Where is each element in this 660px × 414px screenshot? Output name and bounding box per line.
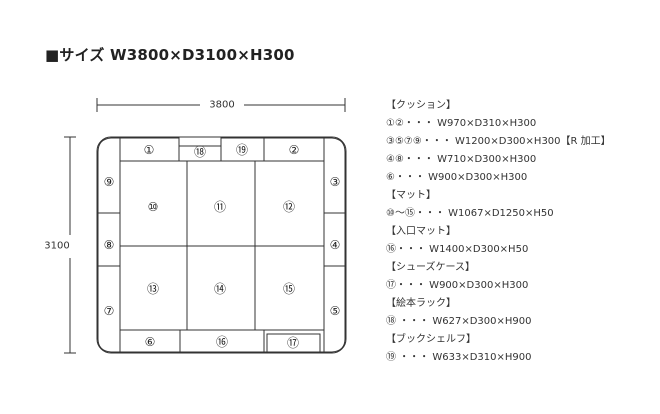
spec-heading-cushion: 【クッション】 — [386, 100, 456, 111]
spec-item: ⑯・・・ W1400×D300×H50 — [386, 244, 529, 255]
piece-5 — [323, 265, 346, 353]
label-piece-16: ⑯ — [216, 335, 228, 349]
spec-item: ③⑤⑦⑨・・・ W1200×D300×H300【R 加工】 — [386, 136, 611, 147]
piece-3 — [323, 137, 346, 214]
piece-17 — [266, 333, 321, 353]
label-mat-13: ⑬ — [147, 282, 159, 296]
spec-heading-shoe-case: 【シューズケース】 — [386, 262, 475, 273]
spec-heading-mat: 【マット】 — [386, 190, 436, 201]
label-mat-15: ⑮ — [283, 282, 295, 296]
piece-7 — [97, 265, 121, 353]
label-mat-10: ⑩ — [148, 200, 159, 214]
spec-item: ⑩～⑮・・・ W1067×D1250×H50 — [386, 208, 554, 219]
outer-frame — [96, 136, 347, 354]
label-piece-19: ⑲ — [236, 143, 248, 157]
label-mat-12: ⑫ — [283, 200, 295, 214]
label-piece-9: ⑨ — [104, 175, 115, 189]
label-piece-3: ③ — [330, 175, 341, 189]
label-piece-18: ⑱ — [194, 145, 206, 159]
spec-item: ⑰・・・ W900×D300×H300 — [386, 280, 529, 291]
label-piece-4: ④ — [330, 238, 341, 252]
spec-item: ④⑧・・・ W710×D300×H300 — [386, 154, 537, 165]
spec-item: ①②・・・ W970×D310×H300 — [386, 118, 537, 129]
depth-label: 3100 — [44, 241, 69, 252]
page-title: ■サイズ W3800×D3100×H300 — [45, 46, 295, 64]
width-label: 3800 — [209, 100, 234, 111]
label-piece-6: ⑥ — [145, 335, 156, 349]
label-piece-7: ⑦ — [104, 304, 115, 318]
label-mat-14: ⑭ — [214, 282, 226, 296]
spec-heading-bookshelf: 【ブックシェルフ】 — [386, 334, 476, 345]
label-piece-5: ⑤ — [330, 304, 341, 318]
label-piece-1: ① — [144, 143, 155, 157]
spec-heading-picture-book-rack: 【絵本ラック】 — [386, 298, 456, 309]
spec-list: 【クッション】 ①②・・・ W970×D310×H300 ③⑤⑦⑨・・・ W12… — [386, 97, 611, 367]
spec-item: ⑲ ・・・ W633×D310×H900 — [386, 352, 532, 363]
spec-item: ⑥・・・ W900×D300×H300 — [386, 172, 528, 183]
spec-item: ⑱ ・・・ W627×D300×H900 — [386, 316, 532, 327]
label-piece-2: ② — [289, 143, 300, 157]
label-piece-8: ⑧ — [104, 238, 115, 252]
spec-heading-entrance-mat: 【入口マット】 — [386, 226, 456, 237]
label-piece-17: ⑰ — [287, 336, 299, 350]
label-mat-11: ⑪ — [214, 200, 226, 214]
